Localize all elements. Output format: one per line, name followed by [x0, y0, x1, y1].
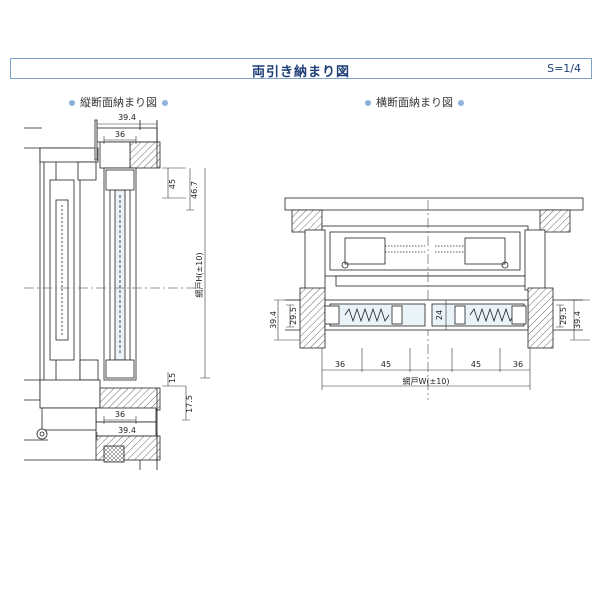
scale-label: S=1/4: [547, 62, 581, 75]
dim-height: 網戸H(±10): [194, 252, 204, 297]
dim-top-inner: 36: [115, 130, 125, 139]
bullet-dot-icon: [458, 100, 464, 106]
dim-right-outer: 46.7: [190, 181, 199, 199]
horizontal-section: [274, 197, 590, 400]
bullet-dot-icon: [365, 100, 371, 106]
dim-right-upper: 45: [168, 179, 177, 189]
dim-width: 網戸W(±10): [402, 376, 449, 386]
dim-bottom-1: 36: [335, 360, 345, 369]
dim-right-lower: 15: [168, 373, 177, 383]
dim-left-outer: 39.4: [269, 311, 278, 329]
vertical-section: [24, 119, 210, 470]
dim-right-bottom: 17.5: [185, 395, 194, 413]
dim-right-inner: 29.5: [559, 307, 568, 325]
dim-top-width: 39.4: [118, 113, 136, 122]
dim-bottom-width: 39.4: [118, 426, 136, 435]
dim-bottom-4: 36: [513, 360, 523, 369]
dim-bottom-inner: 36: [115, 410, 125, 419]
dim-bottom-2: 45: [381, 360, 391, 369]
vertical-section-label: 縦断面納まり図: [80, 96, 157, 109]
dim-right-outer: 39.4: [573, 311, 582, 329]
vertical-section-heading: 縦断面納まり図: [64, 94, 173, 110]
dim-bottom-3: 45: [471, 360, 481, 369]
horizontal-section-heading: 横断面納まり図: [360, 94, 469, 110]
bullet-dot-icon: [162, 100, 168, 106]
dim-left-inner: 29.5: [289, 307, 298, 325]
diagram-title: 両引き納まり図: [251, 65, 350, 80]
title-bar: 両引き納まり図 S=1/4: [10, 58, 592, 80]
dim-center: 24: [435, 310, 444, 320]
horizontal-section-label: 横断面納まり図: [376, 96, 453, 109]
bullet-dot-icon: [69, 100, 75, 106]
